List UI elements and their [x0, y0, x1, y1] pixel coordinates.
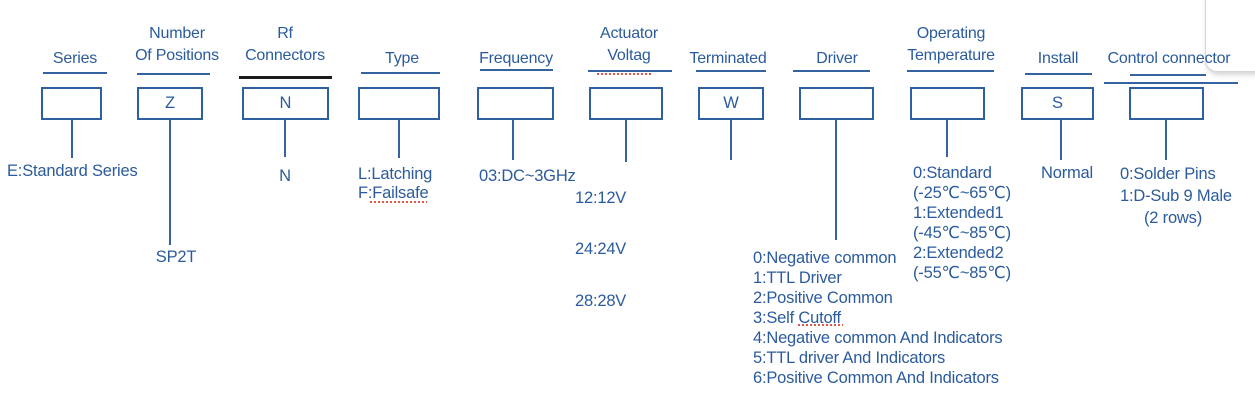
connector-line-series — [71, 120, 73, 158]
option-list-driver: 0:Negative common 1:TTL Driver 2:Positiv… — [753, 248, 1003, 388]
code-box-rf-value: N — [279, 94, 292, 112]
header-install: Install — [1037, 50, 1079, 67]
header-rf-line1: Rf — [277, 25, 293, 42]
header-positions-line1: Number — [149, 25, 205, 42]
code-box-positions-value: Z — [164, 94, 176, 112]
header-underline-install — [1025, 73, 1092, 75]
connector-line-install — [1060, 120, 1062, 160]
header-positions-line2: Of Positions — [135, 47, 219, 64]
header-series: Series — [52, 50, 98, 67]
option-control-rows: (2 rows) — [1144, 209, 1202, 227]
header-underline-terminated — [696, 70, 766, 72]
header-underline-series — [43, 72, 107, 74]
code-box-terminated-value: W — [723, 94, 739, 112]
code-box-series — [41, 87, 102, 120]
connector-line-type — [398, 120, 400, 158]
header-control-connector: Control connector — [1107, 50, 1231, 67]
header-driver: Driver — [816, 50, 858, 67]
header-rf-line2: Connectors — [245, 47, 325, 64]
option-voltage-12: 12:12V — [575, 189, 627, 207]
spellcheck-squiggle-failsafe — [370, 201, 427, 203]
desc-series: E:Standard Series — [7, 162, 138, 180]
option-driver-4: 4:Negative common And Indicators — [753, 329, 1003, 347]
option-temp-extended2-range: (-55℃~85℃) — [913, 264, 1011, 282]
connector-line-control — [1165, 120, 1167, 160]
option-voltage-24: 24:24V — [575, 240, 627, 258]
option-driver-2: 2:Positive Common — [753, 289, 893, 307]
code-box-rf: N — [242, 87, 329, 120]
spellcheck-squiggle-cutoff — [798, 324, 843, 326]
header-underline-voltage — [588, 70, 672, 72]
header-temperature-line2: Temperature — [907, 47, 995, 64]
page-corner-card — [1205, 0, 1255, 72]
header-voltage-line2: Voltag — [607, 47, 651, 64]
connector-line-voltage — [625, 120, 627, 162]
header-underline-type — [361, 72, 440, 74]
option-driver-5: 5:TTL driver And Indicators — [753, 349, 946, 367]
header-terminated: Terminated — [689, 50, 767, 67]
header-underline-frequency — [480, 69, 553, 71]
header-frequency: Frequency — [479, 50, 553, 67]
option-temp-extended2: 2:Extended2 — [913, 244, 1004, 262]
option-driver-3: 3:Self Cutoff — [753, 309, 841, 327]
code-box-type — [358, 87, 440, 120]
header-temperature-line1: Operating — [916, 25, 986, 42]
header-underline-control-long — [1104, 82, 1238, 84]
code-box-positions: Z — [137, 87, 203, 120]
header-underline-rf-black — [239, 76, 332, 79]
code-box-install: S — [1021, 87, 1094, 120]
connector-line-terminated — [730, 120, 732, 160]
option-control-dsub: 1:D-Sub 9 Male — [1120, 187, 1232, 205]
code-box-terminated: W — [698, 87, 764, 120]
code-box-driver — [799, 87, 874, 120]
code-box-control — [1129, 87, 1204, 120]
option-temp-extended1-range: (-45℃~85℃) — [913, 224, 1011, 242]
code-box-voltage — [589, 87, 663, 120]
header-type: Type — [385, 50, 419, 67]
desc-frequency: 03:DC~3GHz — [479, 167, 576, 185]
code-box-temperature — [910, 87, 985, 120]
code-box-frequency — [477, 87, 554, 120]
desc-install: Normal — [1041, 164, 1093, 182]
option-driver-1: 1:TTL Driver — [753, 269, 842, 287]
header-underline-driver — [793, 70, 870, 72]
header-underline-positions — [137, 73, 210, 75]
option-list-control: 0:Solder Pins 1:D-Sub 9 Male (2 rows) — [1120, 163, 1232, 229]
connector-line-driver — [835, 120, 837, 240]
option-list-temperature: 0:Standard (-25℃~65℃) 1:Extended1 (-45℃~… — [913, 163, 1011, 283]
option-temp-extended1: 1:Extended1 — [913, 204, 1004, 222]
code-box-install-value: S — [1051, 94, 1063, 112]
option-temp-standard-range: (-25℃~65℃) — [913, 184, 1011, 202]
header-voltage-line1: Actuator — [600, 25, 658, 42]
connector-line-rf — [284, 120, 286, 157]
option-voltage-28: 28:28V — [575, 292, 627, 310]
option-type-latching: L:Latching — [358, 165, 433, 183]
option-driver-0: 0:Negative common — [753, 249, 897, 267]
desc-rf: N — [279, 167, 291, 185]
option-type-failsafe: F:Failsafe — [358, 184, 429, 202]
option-list-type: L:Latching F:Failsafe — [358, 165, 432, 203]
connector-line-temperature — [946, 120, 948, 157]
header-underline-control-short — [1130, 74, 1206, 76]
connector-line-frequency — [512, 120, 514, 160]
spellcheck-squiggle-voltag — [597, 73, 653, 75]
header-underline-temperature — [907, 70, 994, 72]
option-temp-standard: 0:Standard — [913, 164, 992, 182]
option-control-solder-pins: 0:Solder Pins — [1120, 165, 1216, 183]
option-driver-6: 6:Positive Common And Indicators — [753, 369, 999, 387]
connector-line-positions — [169, 120, 171, 245]
desc-positions: SP2T — [155, 248, 197, 266]
